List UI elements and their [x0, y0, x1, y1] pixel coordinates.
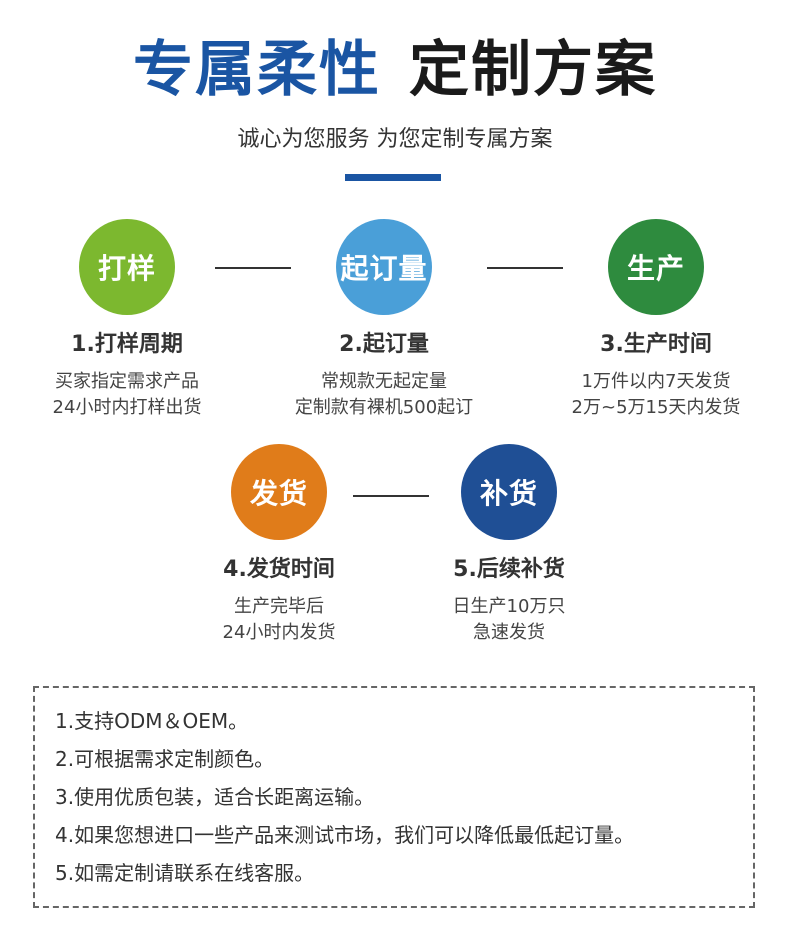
step-circle-sampling: 打样	[79, 219, 175, 315]
step-production: 生产 3.生产时间 1万件以内7天发货 2万~5万15天内发货	[546, 219, 766, 421]
step-circle-moq: 起订量	[336, 219, 432, 315]
step-circle-label: 发货	[249, 477, 308, 510]
step-shipping: 发货 4.发货时间 生产完毕后 24小时内发货	[169, 444, 389, 646]
step-circle-production: 生产	[608, 219, 704, 315]
step-sampling: 打样 1.打样周期 买家指定需求产品 24小时内打样出货	[17, 219, 237, 421]
step-desc-line: 2万~5万15天内发货	[571, 397, 741, 418]
step-desc-line: 生产完毕后	[234, 596, 324, 617]
step-title: 3.生产时间	[600, 332, 712, 357]
step-moq: 起订量 2.起订量 常规款无起定量 定制款有裸机500起订	[274, 219, 494, 421]
step-circle-label: 补货	[479, 477, 538, 510]
note-item: 1.支持ODM＆OEM。	[55, 709, 249, 733]
step-desc-line: 定制款有裸机500起订	[294, 397, 474, 418]
step-description: 常规款无起定量 定制款有裸机500起订	[274, 369, 494, 421]
title-underline	[345, 174, 441, 181]
page-subtitle: 诚心为您服务 为您定制专属方案	[237, 127, 553, 152]
note-item: 2.可根据需求定制颜色。	[55, 747, 275, 771]
step-desc-line: 1万件以内7天发货	[581, 371, 731, 392]
connector-line	[353, 495, 429, 497]
step-desc-line: 24小时内打样出货	[52, 397, 202, 418]
step-desc-line: 24小时内发货	[222, 622, 336, 643]
step-title: 4.发货时间	[223, 557, 335, 582]
step-description: 日生产10万只 急速发货	[399, 594, 619, 646]
step-title: 5.后续补货	[453, 557, 565, 582]
step-title: 2.起订量	[339, 332, 429, 357]
step-circle-label: 生产	[626, 252, 685, 285]
step-description: 买家指定需求产品 24小时内打样出货	[17, 369, 237, 421]
note-item: 4.如果您想进口一些产品来测试市场，我们可以降低最低起订量。	[55, 823, 635, 847]
step-title: 1.打样周期	[71, 332, 183, 357]
notes-box: 1.支持ODM＆OEM。 2.可根据需求定制颜色。 3.使用优质包装，适合长距离…	[33, 686, 755, 908]
title-part-dark: 定制方案	[409, 35, 657, 105]
step-circle-label: 打样	[97, 252, 156, 285]
note-item: 3.使用优质包装，适合长距离运输。	[55, 785, 375, 809]
step-desc-line: 日生产10万只	[452, 596, 566, 617]
step-desc-line: 常规款无起定量	[321, 371, 447, 392]
step-circle-label: 起订量	[340, 252, 428, 285]
step-desc-line: 买家指定需求产品	[55, 371, 199, 392]
step-description: 1万件以内7天发货 2万~5万15天内发货	[546, 369, 766, 421]
step-description: 生产完毕后 24小时内发货	[169, 594, 389, 646]
step-circle-shipping: 发货	[231, 444, 327, 540]
connector-line	[487, 267, 563, 269]
title-part-blue: 专属柔性	[133, 35, 381, 105]
note-item: 5.如需定制请联系在线客服。	[55, 861, 315, 885]
step-circle-restock: 补货	[461, 444, 557, 540]
step-desc-line: 急速发货	[473, 622, 545, 643]
connector-line	[215, 267, 291, 269]
page-title: 专属柔性定制方案	[0, 30, 790, 110]
step-restock: 补货 5.后续补货 日生产10万只 急速发货	[399, 444, 619, 646]
